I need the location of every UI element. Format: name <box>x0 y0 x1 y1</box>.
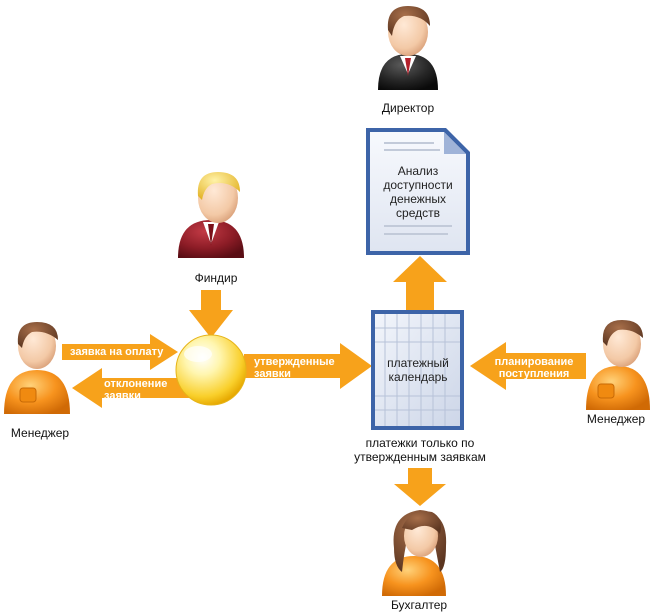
arrow-rejection <box>72 368 190 408</box>
arrow-findir-to-ball <box>189 290 233 338</box>
analysis-document-text: Анализ доступности денежных средств <box>383 164 453 220</box>
director-avatar-icon <box>378 6 438 90</box>
accountant-avatar-icon <box>382 510 447 596</box>
director-label: Директор <box>381 101 435 115</box>
findir-label: Финдир <box>194 271 238 285</box>
decision-node-icon <box>175 334 247 406</box>
arrow-calendar-to-analysis <box>393 256 447 310</box>
arrow-payment-request <box>62 334 178 370</box>
rejection-label: отклонение заявки <box>104 378 168 402</box>
payment-calendar-text: платежный календарь <box>387 356 449 384</box>
accountant-label: Бухгалтер <box>390 598 448 612</box>
analysis-document-icon <box>366 128 470 255</box>
payments-only-label: платежки только по утвержденным заявкам <box>354 436 486 464</box>
manager-right-avatar-icon <box>586 320 650 410</box>
payment-request-label: заявка на оплату <box>70 346 164 358</box>
payment-calendar-icon <box>371 310 464 430</box>
arrow-income-planning <box>470 342 586 390</box>
approved-label: утвержденные заявки <box>254 356 335 380</box>
manager-right-label: Менеджер <box>586 412 646 426</box>
arrow-approved <box>244 343 372 389</box>
findir-avatar-icon <box>178 172 244 258</box>
income-planning-label: планирование поступления <box>494 356 574 380</box>
manager-left-label: Менеджер <box>10 426 70 440</box>
arrow-payments-only <box>394 468 446 506</box>
manager-left-avatar-icon <box>4 322 70 414</box>
